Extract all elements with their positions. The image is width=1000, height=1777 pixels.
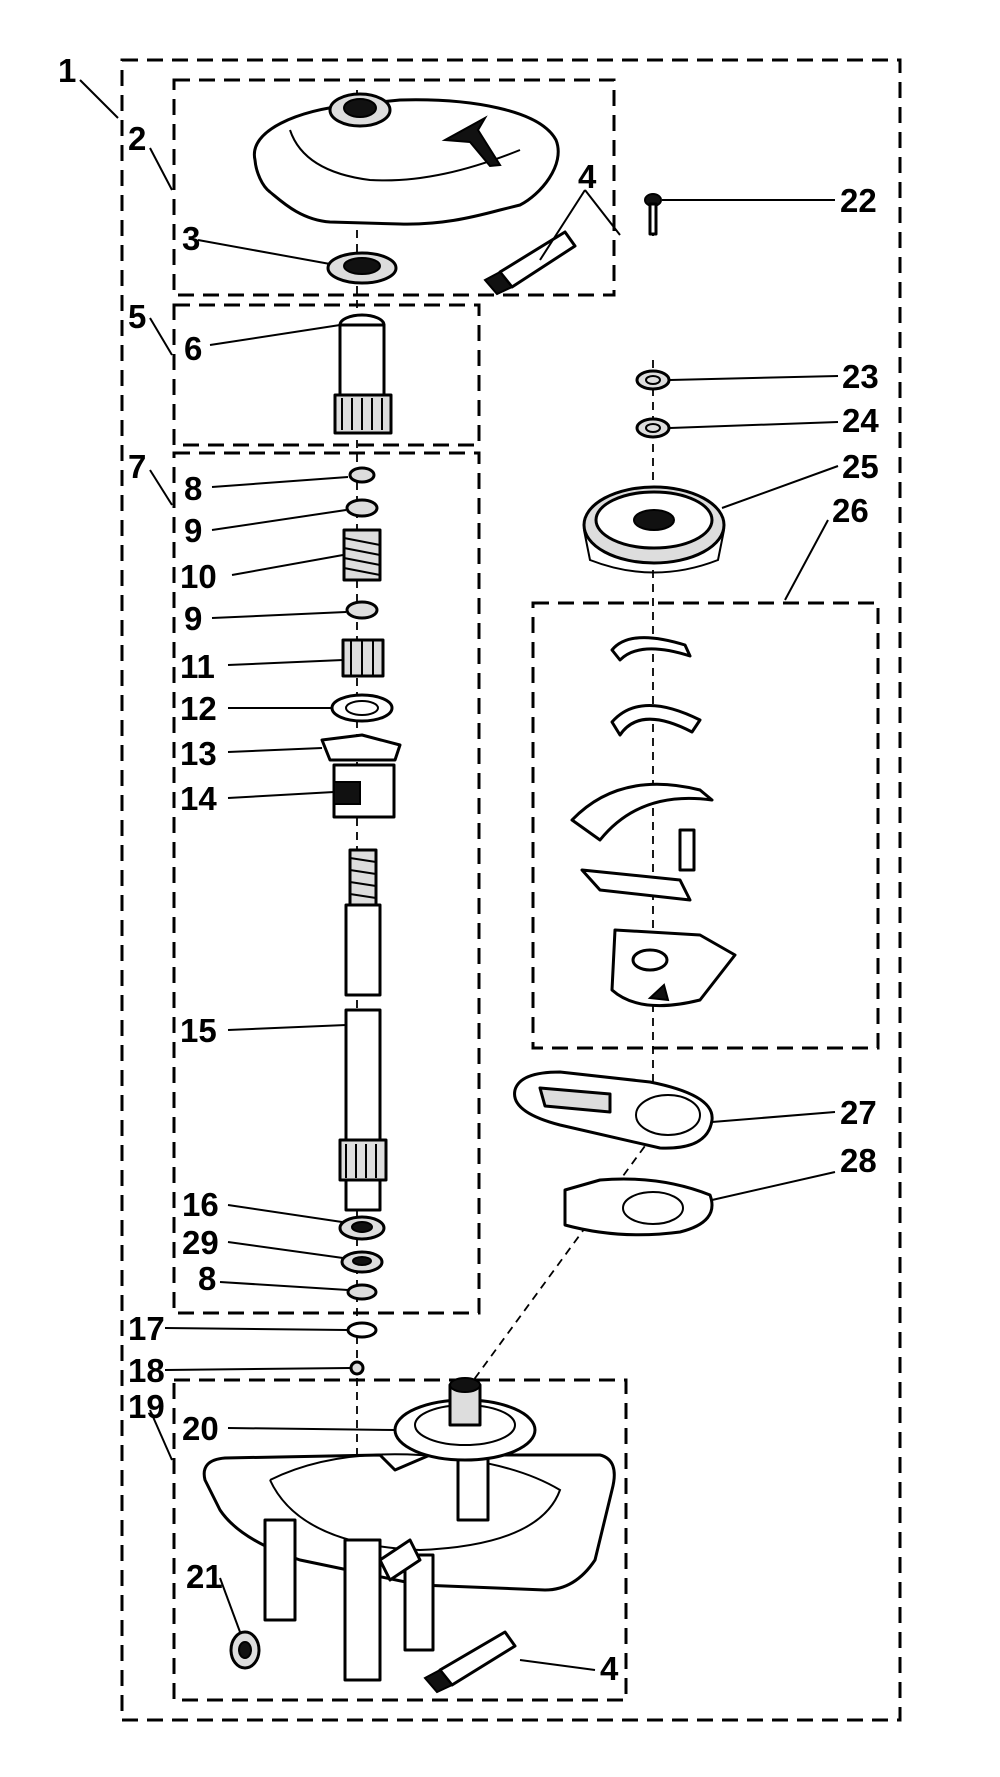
callout-9-top: 9 <box>184 512 202 549</box>
callout-2: 2 <box>128 120 146 157</box>
callout-21: 21 <box>186 1558 223 1595</box>
washer-9-bottom <box>345 600 379 620</box>
callout-12: 12 <box>180 690 217 727</box>
leader-lines <box>79 79 839 1671</box>
seal-3 <box>326 251 398 285</box>
callout-3: 3 <box>182 220 200 257</box>
callout-20: 20 <box>182 1410 219 1447</box>
callout-17: 17 <box>128 1310 165 1347</box>
callout-25: 25 <box>842 448 879 485</box>
callout-1: 1 <box>58 52 76 89</box>
gear-25 <box>582 485 726 574</box>
box-clutch-26 <box>531 601 880 1050</box>
callout-15: 15 <box>180 1012 217 1049</box>
drive-gear-20 <box>393 1377 537 1462</box>
cam-assembly-14 <box>332 763 396 819</box>
spring-10 <box>342 528 382 582</box>
ring-12 <box>330 693 394 723</box>
callout-28: 28 <box>840 1142 877 1179</box>
gear-case-19 <box>202 1416 616 1682</box>
gear-case-cover <box>252 92 560 226</box>
box-shaft-7 <box>172 451 481 1315</box>
callout-8-top: 8 <box>184 470 202 507</box>
box-cover-2 <box>172 78 616 297</box>
callout-19: 19 <box>128 1388 165 1425</box>
washer-8-bottom <box>346 1283 378 1301</box>
washer-29 <box>340 1250 384 1274</box>
callout-22: 22 <box>840 182 877 219</box>
callout-13: 13 <box>180 735 217 772</box>
callout-26: 26 <box>832 492 869 529</box>
callout-14: 14 <box>180 780 217 817</box>
grease-tube-upper <box>483 230 577 296</box>
callout-4-upper: 4 <box>578 158 597 195</box>
washer-8-top <box>348 466 376 484</box>
callout-6: 6 <box>184 330 202 367</box>
callout-8-bottom: 8 <box>198 1260 216 1297</box>
callout-18: 18 <box>128 1352 165 1389</box>
ball-18 <box>349 1360 365 1376</box>
callout-10: 10 <box>180 558 217 595</box>
callout-11: 11 <box>180 648 215 685</box>
callout-29: 29 <box>182 1224 219 1261</box>
callout-9-bottom: 9 <box>184 600 202 637</box>
callout-7: 7 <box>128 448 146 485</box>
clutch-spring-parts <box>570 636 737 1008</box>
axis-to-case <box>469 1134 654 1386</box>
callout-5: 5 <box>128 298 146 335</box>
dog-11 <box>341 638 385 678</box>
seal-21 <box>229 1630 261 1670</box>
plate-28 <box>563 1177 714 1237</box>
shaft-upper <box>344 848 382 997</box>
pinion-gear-6 <box>333 313 393 435</box>
box-assembly-1 <box>120 58 902 1722</box>
box-pinion-5 <box>172 303 481 447</box>
washer-16 <box>338 1215 386 1241</box>
grease-tube-lower <box>423 1630 517 1694</box>
lever-27 <box>513 1070 714 1150</box>
cam-13 <box>320 733 402 762</box>
screw-22 <box>644 193 662 236</box>
callout-27: 27 <box>840 1094 877 1131</box>
washer-9-top <box>345 498 379 518</box>
washer-23 <box>635 369 671 391</box>
washer-24 <box>635 417 671 439</box>
callout-23: 23 <box>842 358 879 395</box>
callout-16: 16 <box>182 1186 219 1223</box>
callout-4-lower: 4 <box>600 1650 619 1687</box>
shaft-15 <box>338 1008 388 1212</box>
callout-24: 24 <box>842 402 879 439</box>
box-case-19 <box>172 1378 628 1702</box>
washer-17 <box>346 1321 378 1339</box>
